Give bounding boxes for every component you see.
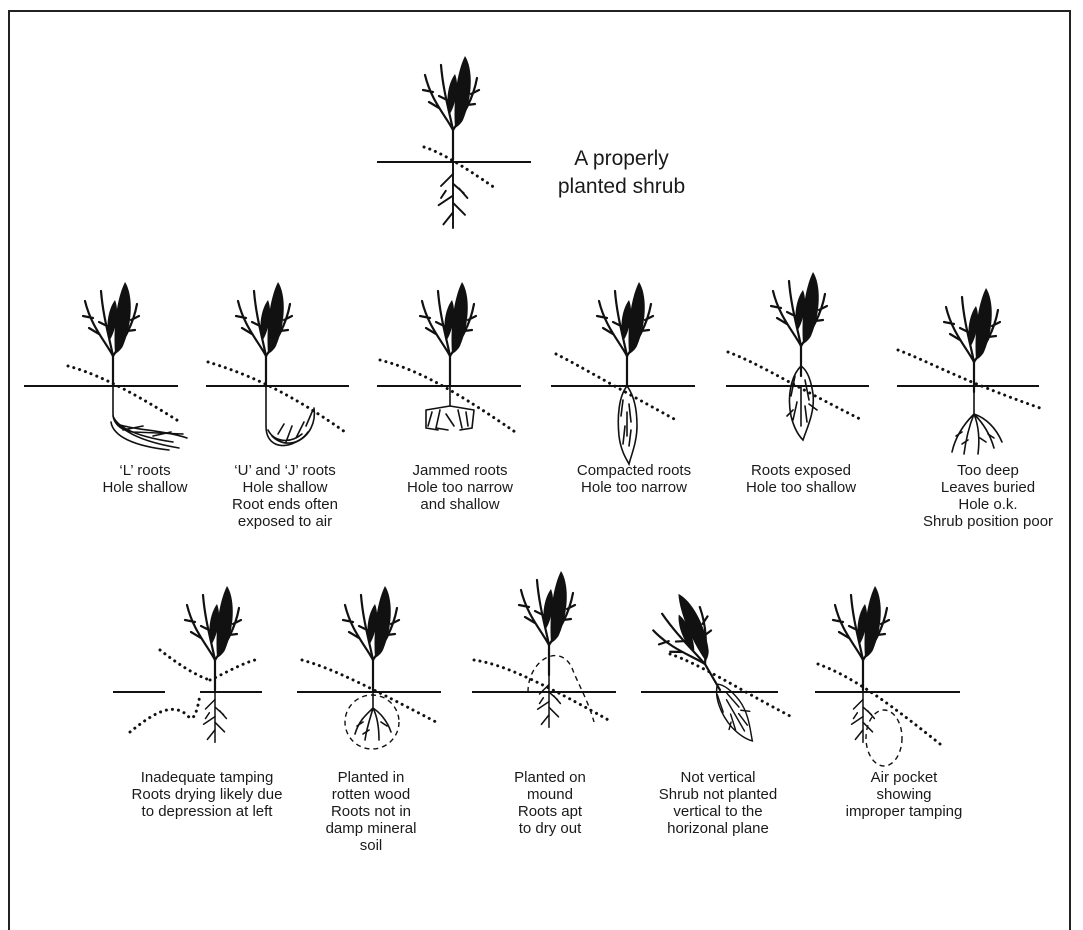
air-pocket-outline xyxy=(866,710,902,766)
mound-outline xyxy=(528,656,594,722)
caption-u-j-roots: ‘U’ and ‘J’ roots Hole shallow Root ends… xyxy=(232,462,338,530)
title-line-1: A properly xyxy=(544,145,699,173)
caption-compacted-roots: Compacted roots Hole too narrow xyxy=(577,462,691,496)
shrub-top-roots-exposed xyxy=(771,272,827,376)
shrub-top-jammed-roots xyxy=(420,282,476,386)
shrub-top-l-roots xyxy=(83,282,139,386)
roots-not-vertical xyxy=(707,677,764,748)
caption-roots-exposed: Roots exposed Hole too shallow xyxy=(746,462,856,496)
soil-profile-air-pocket xyxy=(818,664,940,744)
shrub-top-not-vertical xyxy=(642,587,742,705)
shrub-top-u-j-roots xyxy=(236,282,292,386)
shrub-top-compacted-roots xyxy=(597,282,653,386)
roots-l-roots xyxy=(111,386,187,450)
roots-proper xyxy=(439,162,468,228)
shrub-top-rotten-wood xyxy=(343,586,399,690)
caption-too-deep: Too deep Leaves buried Hole o.k. Shrub p… xyxy=(923,462,1053,530)
soil-profile-proper xyxy=(424,147,495,188)
roots-jammed-roots xyxy=(426,386,474,430)
roots-compacted-roots xyxy=(618,386,637,464)
caption-air-pocket: Air pocket showing improper tamping xyxy=(846,769,963,820)
soil-profile-too-deep xyxy=(898,350,1040,408)
shrub-top-too-deep xyxy=(944,288,1000,392)
roots-roots-exposed xyxy=(787,366,817,440)
caption-not-vertical: Not vertical Shrub not planted vertical … xyxy=(659,769,777,837)
roots-air-pocket xyxy=(852,690,875,742)
soil-profile-l-roots xyxy=(68,366,180,422)
roots-mound xyxy=(538,675,561,727)
caption-rotten-wood: Planted in rotten wood Roots not in damp… xyxy=(326,769,417,854)
caption-l-roots: ‘L’ roots Hole shallow xyxy=(102,462,187,496)
caption-mound: Planted on mound Roots apt to dry out xyxy=(514,769,586,837)
caption-jammed-roots: Jammed roots Hole too narrow and shallow xyxy=(407,462,513,513)
caption-inadequate-tamping: Inadequate tamping Roots drying likely d… xyxy=(132,769,283,820)
rotten-wood-circle xyxy=(345,695,399,749)
shrub-top-proper xyxy=(423,56,479,160)
roots-too-deep xyxy=(952,392,1002,454)
roots-u-j-roots xyxy=(266,386,314,445)
soil-profile-bottom-inadequate-tamping xyxy=(130,694,200,732)
shrub-top-mound xyxy=(519,571,575,675)
soil-profile-u-j-roots xyxy=(208,362,345,432)
title-caption: A properly planted shrub xyxy=(544,145,699,201)
title-line-2: planted shrub xyxy=(544,173,699,201)
soil-profile-top-inadequate-tamping xyxy=(160,650,255,680)
shrub-top-inadequate-tamping xyxy=(185,586,241,690)
roots-inadequate-tamping xyxy=(204,690,227,742)
